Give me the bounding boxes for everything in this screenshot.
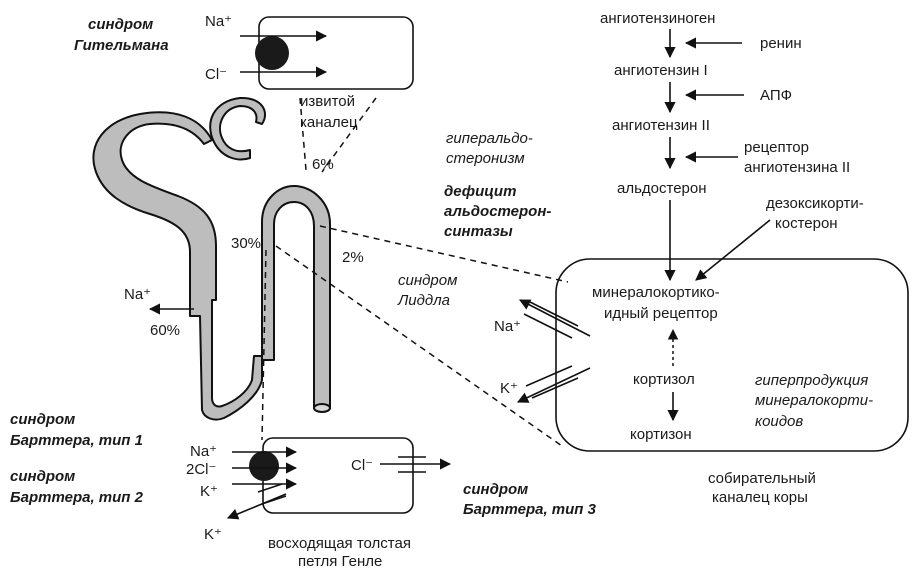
aldosterone-label: альдостерон [617, 180, 707, 197]
loop-percent: 30% [231, 235, 261, 252]
thick-limb-label-2: петля Генле [298, 553, 382, 568]
mr-label-2: идный рецептор [604, 305, 718, 322]
receptor-label-1: рецептор [744, 139, 809, 156]
collecting-label-1: собирательный [708, 470, 816, 487]
hyper-mineralo-1: гиперпродукция [755, 372, 868, 389]
collecting-na-label: Na⁺ [494, 318, 521, 335]
tal-k-out-label: K⁺ [204, 526, 222, 543]
thick-limb-label-1: восходящая толстая [268, 535, 411, 552]
proximal-na-label: Na⁺ [124, 286, 151, 303]
nacl-cotransporter [255, 36, 289, 70]
liddle-syndrome-1: синдром [398, 272, 457, 289]
angiotensinogen-label: ангиотензиноген [600, 10, 715, 27]
liddle-syndrome-2: Лиддла [397, 292, 450, 309]
hyper-mineralo-3: коидов [755, 413, 803, 430]
cortisol-label: кортизол [633, 371, 695, 388]
ace-label: АПФ [760, 87, 792, 104]
aldo-deficit-1: дефицит [444, 183, 516, 200]
tal-k-label: K⁺ [200, 483, 218, 500]
tal-cl-out-label: Cl⁻ [351, 457, 373, 474]
tube-end [314, 404, 330, 412]
doc-label-2: костерон [775, 215, 838, 232]
hyperaldo-1: гиперальдо- [446, 130, 533, 147]
proximal-percent: 60% [150, 322, 180, 339]
bartter3-syndrome-1: синдром [463, 481, 528, 498]
distal-na-label: Na⁺ [205, 13, 232, 30]
glomerular-hook [210, 98, 265, 159]
hyperaldo-2: стеронизм [446, 150, 525, 167]
doc-label-1: дезоксикорти- [766, 195, 864, 212]
distal-cl-label: Cl⁻ [205, 66, 227, 83]
aldo-deficit-2: альдостерон- [444, 203, 551, 220]
tal-na-label: Na⁺ [190, 443, 217, 460]
cortisone-label: кортизон [630, 426, 692, 443]
renin-label: ренин [760, 35, 802, 52]
receptor-label-2: ангиотензина II [744, 159, 850, 176]
bartter2-syndrome-1: синдром [10, 468, 75, 485]
convoluted-label-2: каналец [300, 114, 358, 131]
hyper-mineralo-2: минералокорти- [755, 392, 873, 409]
gitelman-syndrome-2: Гительмана [74, 37, 169, 54]
bartter3-syndrome-2: Барттера, тип 3 [463, 501, 597, 518]
tal-2cl-label: 2Cl⁻ [186, 461, 216, 478]
bartter1-syndrome-1: синдром [10, 411, 75, 428]
aldo-deficit-3: синтазы [444, 223, 513, 240]
ang2-label: ангиотензин II [612, 117, 710, 134]
loop-of-henle [262, 186, 330, 408]
mr-label-1: минералокортико- [592, 284, 720, 301]
gitelman-syndrome-1: синдром [88, 16, 153, 33]
convoluted-label-1: извитой [300, 93, 355, 110]
collecting-percent: 2% [342, 249, 364, 266]
nkcc2-transporter [249, 451, 279, 481]
collecting-k-label: K⁺ [500, 380, 518, 397]
ang1-label: ангиотензин I [614, 62, 708, 79]
collecting-label-2: каналец коры [712, 489, 808, 506]
thick-limb-box [263, 438, 413, 513]
bartter1-syndrome-2: Барттера, тип 1 [10, 432, 143, 449]
bartter2-syndrome-2: Барттера, тип 2 [10, 489, 144, 506]
